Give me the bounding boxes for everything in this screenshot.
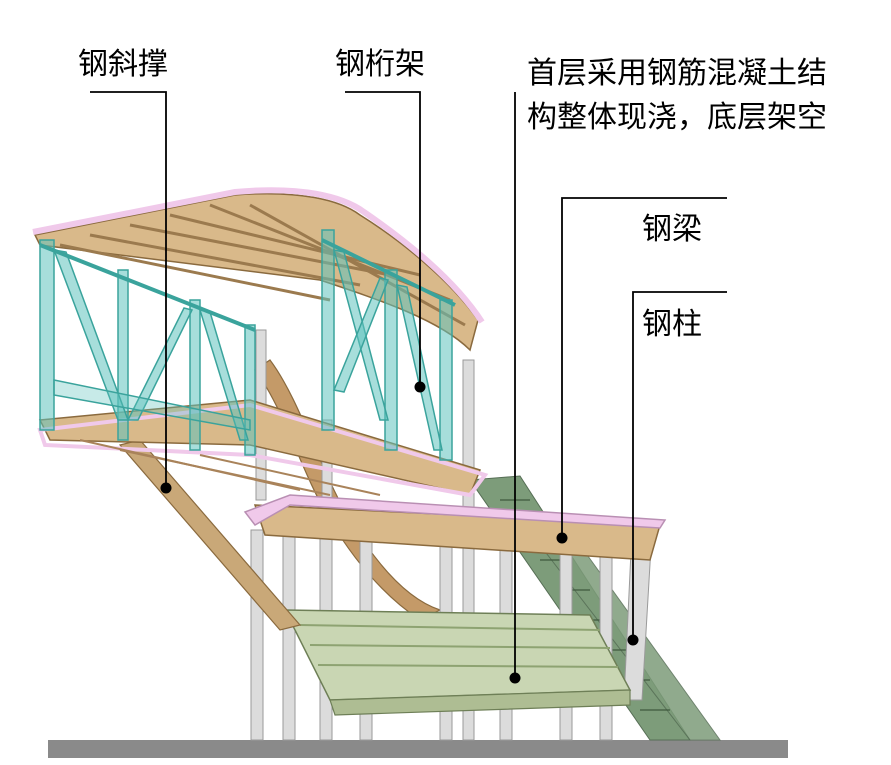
first-floor-label-line1: 首层采用钢筋混凝土结 xyxy=(527,56,827,91)
leader-steel-beam xyxy=(561,197,727,538)
first-floor-label-line2: 构整体现浇，底层架空 xyxy=(527,100,827,135)
steel-truss xyxy=(39,229,453,461)
concrete-ground-floor xyxy=(283,609,632,716)
leader-steel-column xyxy=(632,291,727,640)
truss-chords xyxy=(39,238,456,332)
steel-truss-label: 钢桁架 xyxy=(335,47,425,82)
dot-first-floor xyxy=(509,672,521,684)
leader-lines xyxy=(90,91,727,678)
dot-steel-brace xyxy=(160,482,172,494)
dot-steel-truss xyxy=(414,381,426,393)
first-floor-label: 首层采用钢筋混凝土结 构整体现浇，底层架空 xyxy=(527,52,827,140)
dot-steel-column xyxy=(627,634,639,646)
ground-slab xyxy=(48,740,788,758)
leader-steel-truss xyxy=(345,91,421,387)
steel-brace-label: 钢斜撑 xyxy=(78,47,168,82)
upper-deck xyxy=(37,399,489,498)
dot-steel-beam xyxy=(556,532,568,544)
leader-dots xyxy=(160,381,639,684)
steel-beam-label: 钢梁 xyxy=(642,212,702,247)
steel-column-label: 钢柱 xyxy=(642,307,702,342)
leader-steel-brace xyxy=(90,91,167,488)
middle-deck xyxy=(243,494,667,561)
roof xyxy=(32,187,485,352)
